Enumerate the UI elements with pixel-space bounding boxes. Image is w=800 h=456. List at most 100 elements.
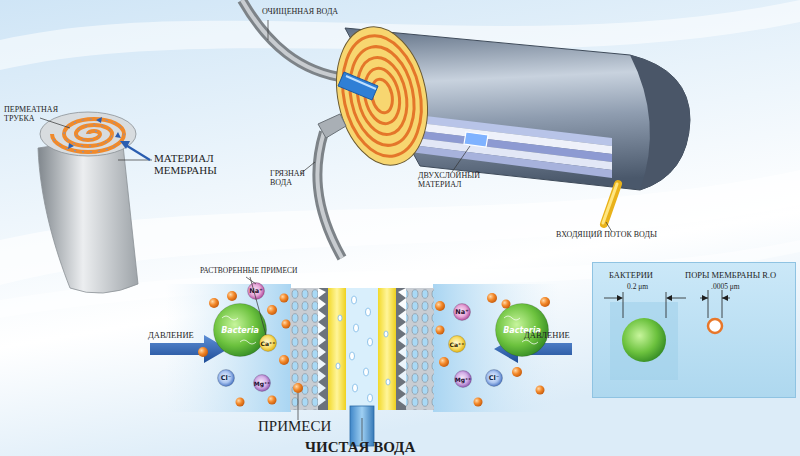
ion-ball-outline [486,370,503,387]
dirty-water-hose [317,132,342,258]
membrane-cartridge [464,132,488,147]
leader-line [268,20,269,40]
impurity-ball [198,347,208,357]
ion-ball: Mg⁺⁺ [454,370,472,388]
membrane-roll [38,112,138,293]
membrane-cartridge [324,18,439,173]
impurity-ball [209,298,219,308]
dirty-water-hose [317,132,342,258]
callout-label: ВХОДЯЩИЙ ПОТОК ВОДЫ [556,231,657,240]
ion-ball-outline [454,304,471,321]
ion-ball: Na⁺ [453,303,471,321]
bacteria-flagella [222,316,238,320]
scale-drawing [622,318,666,362]
impurity-ball [280,294,289,303]
pointer-arrow [120,141,130,149]
pointer-arrow [124,144,150,160]
ion-ball: Ca⁺⁺ [448,335,466,353]
membrane-cartridge [338,72,378,100]
bacteria-flagella [222,316,538,344]
scale-drawing [708,319,722,333]
bacteria-cell-outline [214,304,267,357]
ion-ball-outline [449,336,466,353]
impurity-ball [439,357,449,367]
callout-label: ОЧИЩЕННАЯ ВОДА [262,8,338,17]
ion-ball-outline [218,370,235,387]
callout-label: МАТЕРИАЛ МЕМБРАНЫ [154,152,228,177]
clean-water-hose [242,0,346,78]
ion-ball: Cl⁻ [485,369,503,387]
scale-drawing [623,290,730,318]
leader-line [246,277,256,284]
membrane-cartridge [346,76,376,89]
callout-label: ДВУХСЛОЙНЫЙ МАТЕРИАЛ [418,172,486,190]
ion-ball-outline [455,371,472,388]
membrane-cartridge [396,128,612,162]
clean-water-hose [242,0,346,78]
impurity-ball [268,396,277,405]
impurity-ball [436,326,445,335]
callout-label: ДАВЛЕНИЕ [524,331,570,341]
bacteria-flagella [240,340,256,344]
membrane-section [384,331,388,337]
ion-ball-outline [260,335,277,352]
membrane-roll [68,117,121,149]
inlet-pipe [603,184,618,224]
ion-symbol: Mg⁺⁺ [253,374,271,392]
inset-heading: БАКТЕРИИ [609,271,653,280]
callout-label: ДАВЛЕНИЕ [148,331,194,341]
ion-ball-outline [248,283,265,300]
ion-symbol: Ca⁺⁺ [259,334,277,352]
ion-symbol: Cl⁻ [485,369,503,387]
feed-water [433,284,559,412]
bacteria-flagella [504,316,520,320]
membrane-section [366,308,371,316]
ion-ball: Cl⁻ [217,369,235,387]
impurity-ball [487,293,497,303]
membrane-section [328,288,346,410]
membrane-roll [52,119,124,152]
membrane-cartridge [345,28,690,190]
callout-label: ПРИМЕСИ [258,418,331,435]
scale-drawing [610,302,678,380]
membrane-section [368,338,373,346]
membrane-section [350,352,355,360]
membrane-section [396,288,406,410]
membrane-cartridge [392,112,612,146]
bacteria-cell-outline [496,304,549,357]
dimension-value: .0005 μm [711,283,740,291]
impurity-ball [540,297,550,307]
bacteria-cell: Bacteria [495,303,549,357]
membrane-cartridge [318,114,346,138]
impurity-ball [293,383,303,393]
impurity-ball [536,386,545,395]
background [0,0,800,70]
membrane-cartridge [332,28,432,163]
leader-line [40,118,70,128]
callout-label: РАСТВОРЕННЫЕ ПРИМЕСИ [200,267,298,275]
membrane-section [353,384,358,392]
callout-label: ЧИСТАЯ ВОДА [305,439,415,456]
impurity-ball [512,367,522,377]
clean-water-hose [242,0,346,78]
membrane-section [406,288,434,410]
leader-line [118,160,152,161]
leader-line [250,277,266,335]
ion-ball-outline [254,375,271,392]
membrane-section [352,296,357,304]
impurity-ball [435,301,445,311]
dirty-water-hose [317,132,342,258]
membrane-section [364,368,369,376]
membrane-cartridge [369,77,396,114]
leader-line [452,146,470,172]
membrane-section [290,288,318,410]
membrane-cartridge [400,136,612,170]
callout-label: ГРЯЗНАЯ ВОДА [270,170,316,188]
ion-ball: Na⁺ [247,282,265,300]
ion-symbol: Cl⁻ [217,369,235,387]
feed-water [165,284,559,412]
